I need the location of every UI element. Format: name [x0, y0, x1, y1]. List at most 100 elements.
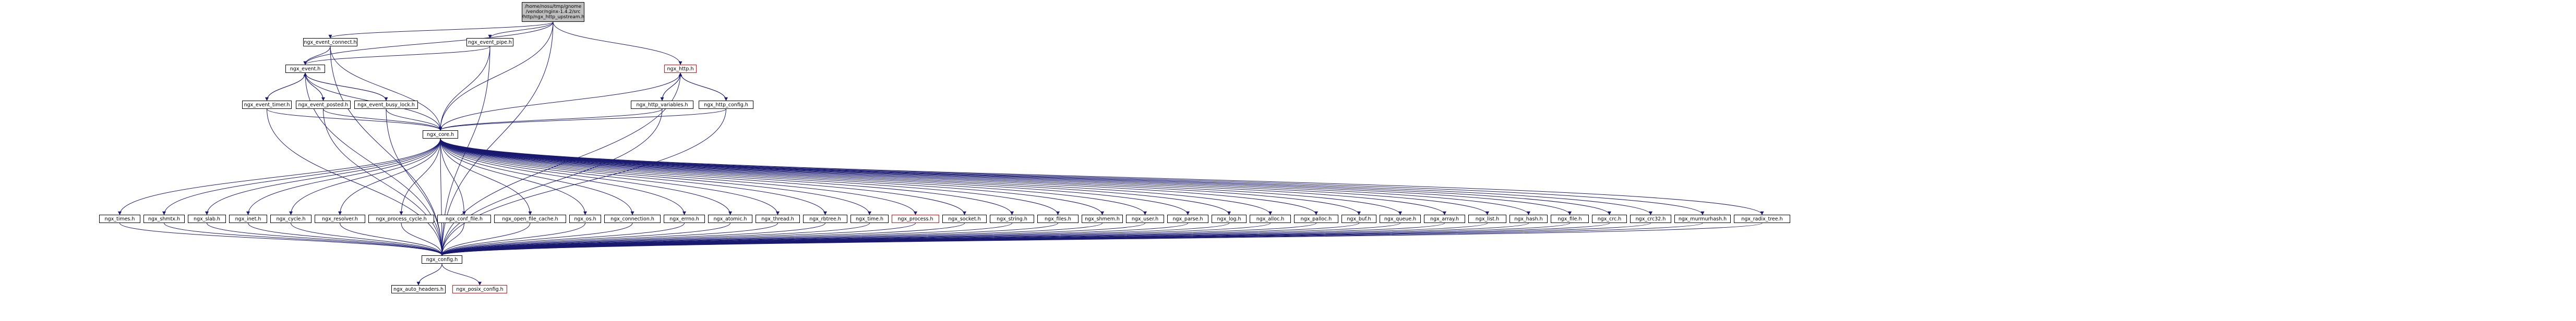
node-root[interactable]: /home/nosu/tmp/gnome /vendor/nginx-1.4.2… — [522, 2, 584, 22]
edge-core-to-row_16 — [440, 138, 917, 215]
node-row-2[interactable]: ngx_slab.h — [188, 215, 226, 223]
node-row-6[interactable]: ngx_process_cycle.h — [368, 215, 434, 223]
edge-root-to-event_connect — [328, 21, 554, 39]
edge-event_busy_lock-to-core — [386, 108, 442, 131]
node-row-8[interactable]: ngx_open_file_cache.h — [494, 215, 566, 223]
edge-core-to-row_2 — [205, 138, 441, 215]
node-row-4[interactable]: ngx_cycle.h — [270, 215, 311, 223]
node-row-0[interactable]: ngx_times.h — [99, 215, 140, 223]
edge-config-to-posix_config — [441, 263, 482, 286]
node-row-33[interactable]: ngx_crc32.h — [1630, 215, 1671, 223]
edge-row_1-to-config — [164, 223, 444, 256]
edge-row_7-to-config — [440, 223, 464, 256]
edge-core-to-row_27 — [440, 138, 1402, 215]
node-http[interactable]: ngx_http.h — [664, 65, 697, 73]
edge-row_2-to-config — [207, 223, 444, 256]
node-event[interactable]: ngx_event.h — [285, 65, 325, 73]
edge-row_32-to-config — [440, 223, 1610, 256]
edge-core-to-row_23 — [440, 138, 1231, 215]
node-row-10[interactable]: ngx_connection.h — [604, 215, 661, 223]
edge-core-to-row_0 — [118, 138, 441, 215]
edge-row_13-to-config — [440, 223, 778, 256]
node-http-config[interactable]: ngx_http_config.h — [699, 101, 753, 109]
edge-core-to-row_13 — [440, 138, 780, 215]
node-row-34[interactable]: ngx_murmurhash.h — [1674, 215, 1731, 223]
edge-event_timer-to-config — [267, 108, 444, 256]
node-row-27[interactable]: ngx_queue.h — [1380, 215, 1421, 223]
edge-http_config-to-http — [678, 72, 726, 101]
edge-row_15-to-config — [440, 223, 870, 256]
node-row-12[interactable]: ngx_atomic.h — [708, 215, 752, 223]
edge-core-to-row_19 — [440, 138, 1060, 215]
edge-row_6-to-config — [401, 223, 444, 256]
node-event-busy-lock[interactable]: ngx_event_busy_lock.h — [354, 101, 418, 109]
node-event-timer[interactable]: ngx_event_timer.h — [242, 101, 292, 109]
edge-core-to-row_14 — [440, 138, 827, 215]
node-row-3[interactable]: ngx_inet.h — [229, 215, 267, 223]
edge-event_connect-to-event — [303, 46, 331, 65]
node-row-14[interactable]: ngx_rbtree.h — [803, 215, 847, 223]
node-event-connect[interactable]: ngx_event_connect.h — [303, 38, 357, 46]
node-row-24[interactable]: ngx_alloc.h — [1250, 215, 1291, 223]
edge-row_4-to-config — [291, 223, 444, 256]
edge-core-to-config — [440, 138, 444, 256]
edge-core-to-row_17 — [440, 138, 966, 215]
edge-core-to-row_1 — [162, 138, 441, 215]
node-auto-headers[interactable]: ngx_auto_headers.h — [391, 285, 446, 293]
edge-core-to-row_34 — [440, 138, 1705, 215]
edge-config-to-auto_headers — [416, 263, 442, 286]
edge-core-to-row_9 — [440, 138, 587, 215]
edge-event_busy_lock-to-config — [386, 108, 444, 256]
node-row-11[interactable]: ngx_errno.h — [664, 215, 705, 223]
node-row-19[interactable]: ngx_files.h — [1037, 215, 1079, 223]
node-row-15[interactable]: ngx_time.h — [850, 215, 889, 223]
node-row-31[interactable]: ngx_file.h — [1551, 215, 1589, 223]
node-posix-config[interactable]: ngx_posix_config.h — [452, 285, 507, 293]
node-row-16[interactable]: ngx_process.h — [892, 215, 939, 223]
node-row-7[interactable]: ngx_conf_file.h — [437, 215, 491, 223]
edge-core-to-row_4 — [289, 138, 441, 215]
node-row-13[interactable]: ngx_thread.h — [756, 215, 800, 223]
edge-root-to-http — [553, 21, 682, 65]
node-row-30[interactable]: ngx_hash.h — [1509, 215, 1548, 223]
node-row-23[interactable]: ngx_log.h — [1212, 215, 1247, 223]
node-core[interactable]: ngx_core.h — [423, 130, 458, 139]
edge-event_posted-to-event — [303, 72, 324, 101]
edge-root-to-event_pipe — [488, 21, 554, 39]
node-row-17[interactable]: ngx_socket.h — [942, 215, 987, 223]
edge-core-to-row_24 — [440, 138, 1272, 215]
node-row-5[interactable]: ngx_resolver.h — [315, 215, 365, 223]
edge-core-to-row_11 — [440, 138, 686, 215]
node-row-18[interactable]: ngx_string.h — [990, 215, 1034, 223]
edge-core-to-row_3 — [246, 138, 441, 215]
edge-row_17-to-config — [440, 223, 965, 256]
node-row-28[interactable]: ngx_array.h — [1424, 215, 1465, 223]
edge-row_9-to-config — [440, 223, 585, 256]
edge-core-to-row_12 — [440, 138, 732, 215]
edge-core-to-row_10 — [440, 138, 634, 215]
node-http-variables[interactable]: ngx_http_variables.h — [631, 101, 693, 109]
node-row-32[interactable]: ngx_crc.h — [1592, 215, 1627, 223]
node-row-29[interactable]: ngx_list.h — [1468, 215, 1506, 223]
node-event-pipe[interactable]: ngx_event_pipe.h — [466, 38, 513, 46]
edge-row_11-to-config — [440, 223, 685, 256]
node-row-21[interactable]: ngx_user.h — [1126, 215, 1164, 223]
node-row-35[interactable]: ngx_radix_tree.h — [1734, 215, 1790, 223]
node-row-22[interactable]: ngx_parse.h — [1167, 215, 1208, 223]
edge-row_14-to-config — [440, 223, 825, 256]
node-row-20[interactable]: ngx_shmem.h — [1082, 215, 1123, 223]
edge-core-to-row_28 — [440, 138, 1446, 215]
edge-core-to-row_33 — [440, 138, 1652, 215]
node-row-9[interactable]: ngx_os.h — [569, 215, 601, 223]
node-row-25[interactable]: ngx_palloc.h — [1294, 215, 1338, 223]
edge-row_33-to-config — [440, 223, 1651, 256]
node-row-26[interactable]: ngx_buf.h — [1341, 215, 1376, 223]
node-config[interactable]: ngx_config.h — [422, 255, 462, 264]
node-row-1[interactable]: ngx_shmtx.h — [143, 215, 185, 223]
edge-core-to-row_20 — [440, 138, 1104, 215]
edge-core-to-row_15 — [440, 138, 871, 215]
edge-event_connect-to-config — [330, 46, 444, 256]
node-event-posted[interactable]: ngx_event_posted.h — [296, 101, 351, 109]
edge-core-to-row_35 — [440, 138, 1764, 215]
